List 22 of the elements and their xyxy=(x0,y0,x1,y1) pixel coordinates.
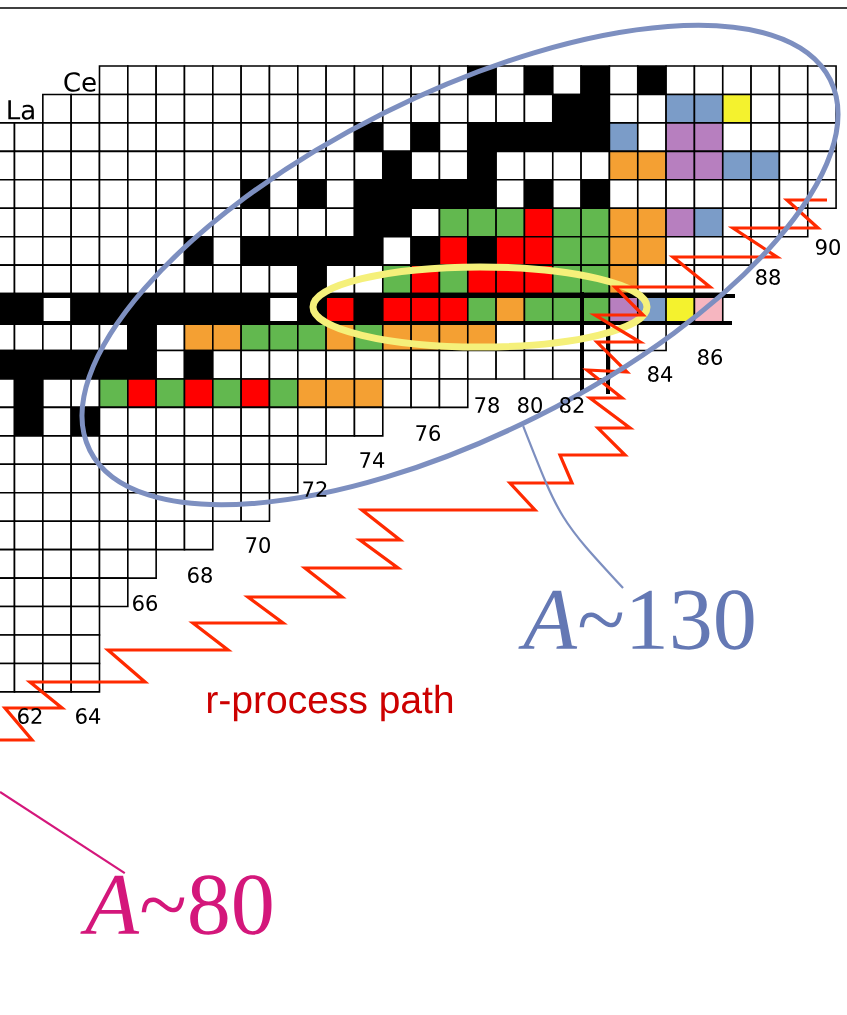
neutron-number: 64 xyxy=(76,708,101,724)
neutron-number: 68 xyxy=(188,567,212,583)
neutron-number: 62 xyxy=(18,708,42,724)
neutron-number: 80 xyxy=(518,397,542,413)
mass-label: A~80 xyxy=(80,875,272,935)
path-label: r-process path xyxy=(207,684,453,722)
neutron-number: 74 xyxy=(360,452,385,468)
element-symbol: Ce xyxy=(64,72,96,92)
neutron-number: 90 xyxy=(815,239,840,255)
neutron-number: 88 xyxy=(756,269,780,285)
neutron-number: 84 xyxy=(648,366,673,382)
neutron-number: 72 xyxy=(303,481,327,497)
leader-line xyxy=(0,791,126,875)
element-symbol: La xyxy=(8,100,34,120)
neutron-number: 78 xyxy=(475,397,499,413)
mass-label: A~130 xyxy=(518,590,754,650)
neutron-number: 66 xyxy=(133,595,158,611)
neutron-number: 82 xyxy=(560,397,584,413)
neutron-number: 70 xyxy=(246,537,270,553)
neutron-number: 86 xyxy=(698,349,723,365)
leader-line xyxy=(522,425,624,589)
neutron-number: 76 xyxy=(416,425,441,441)
